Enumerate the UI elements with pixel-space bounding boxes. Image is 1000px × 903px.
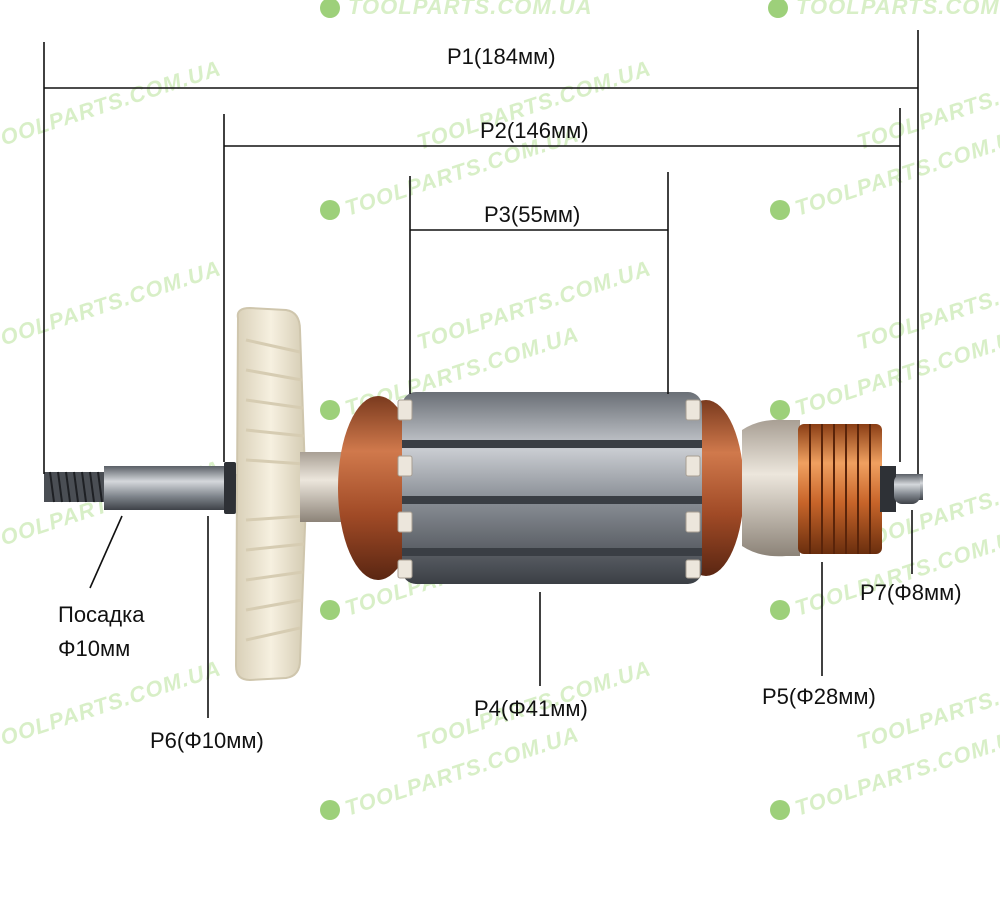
watermark-url: TOOLPARTS.COM.UA (0, 255, 224, 354)
gear-icon (768, 0, 788, 18)
rear-shaft-end (894, 474, 920, 504)
armature (44, 306, 923, 682)
gear-icon (320, 200, 340, 220)
watermark-url: TOOLPARTS.COM.UA (0, 55, 224, 154)
gear-icon (320, 0, 340, 18)
gear-icon (770, 800, 790, 820)
p5-label: P5(Φ28мм) (762, 684, 876, 709)
commutator-collar (742, 419, 800, 557)
dimension-labels: P1(184мм) P2(146мм) P3(55мм) P4(Φ41мм) P… (58, 44, 962, 753)
p7-label: P7(Φ8мм) (860, 580, 962, 605)
gear-icon (320, 800, 340, 820)
gear-icon (770, 200, 790, 220)
fit-label-line2: Φ10мм (58, 636, 130, 661)
fit-label-line1: Посадка (58, 602, 145, 627)
gear-icon (320, 600, 340, 620)
p1-label: P1(184мм) (447, 44, 556, 69)
commutator-ring (880, 466, 896, 512)
front-winding (338, 396, 418, 580)
shaft-shoulder (224, 462, 236, 514)
p2-label: P2(146мм) (480, 118, 589, 143)
p6-label: P6(Φ10мм) (150, 728, 264, 753)
gear-icon (770, 400, 790, 420)
watermark-logo-top-left: TOOLPARTS.COM.UA (320, 0, 593, 19)
p4-label: P4(Φ41мм) (474, 696, 588, 721)
thread (44, 471, 104, 503)
commutator (798, 424, 882, 554)
gear-icon (770, 600, 790, 620)
dimension-lines (43, 30, 919, 718)
fan (234, 306, 308, 682)
p3-label: P3(55мм) (484, 202, 580, 227)
gear-icon (320, 400, 340, 420)
watermark-logo-top-right: TOOLPARTS.COM.UA (768, 0, 1000, 19)
bearing-seat (104, 466, 228, 510)
watermark-text: TOOLPARTS.COM.UA (348, 0, 593, 19)
fit-leader (89, 515, 123, 589)
watermark-text: TOOLPARTS.COM.UA (796, 0, 1000, 19)
rotor-core (397, 392, 702, 584)
